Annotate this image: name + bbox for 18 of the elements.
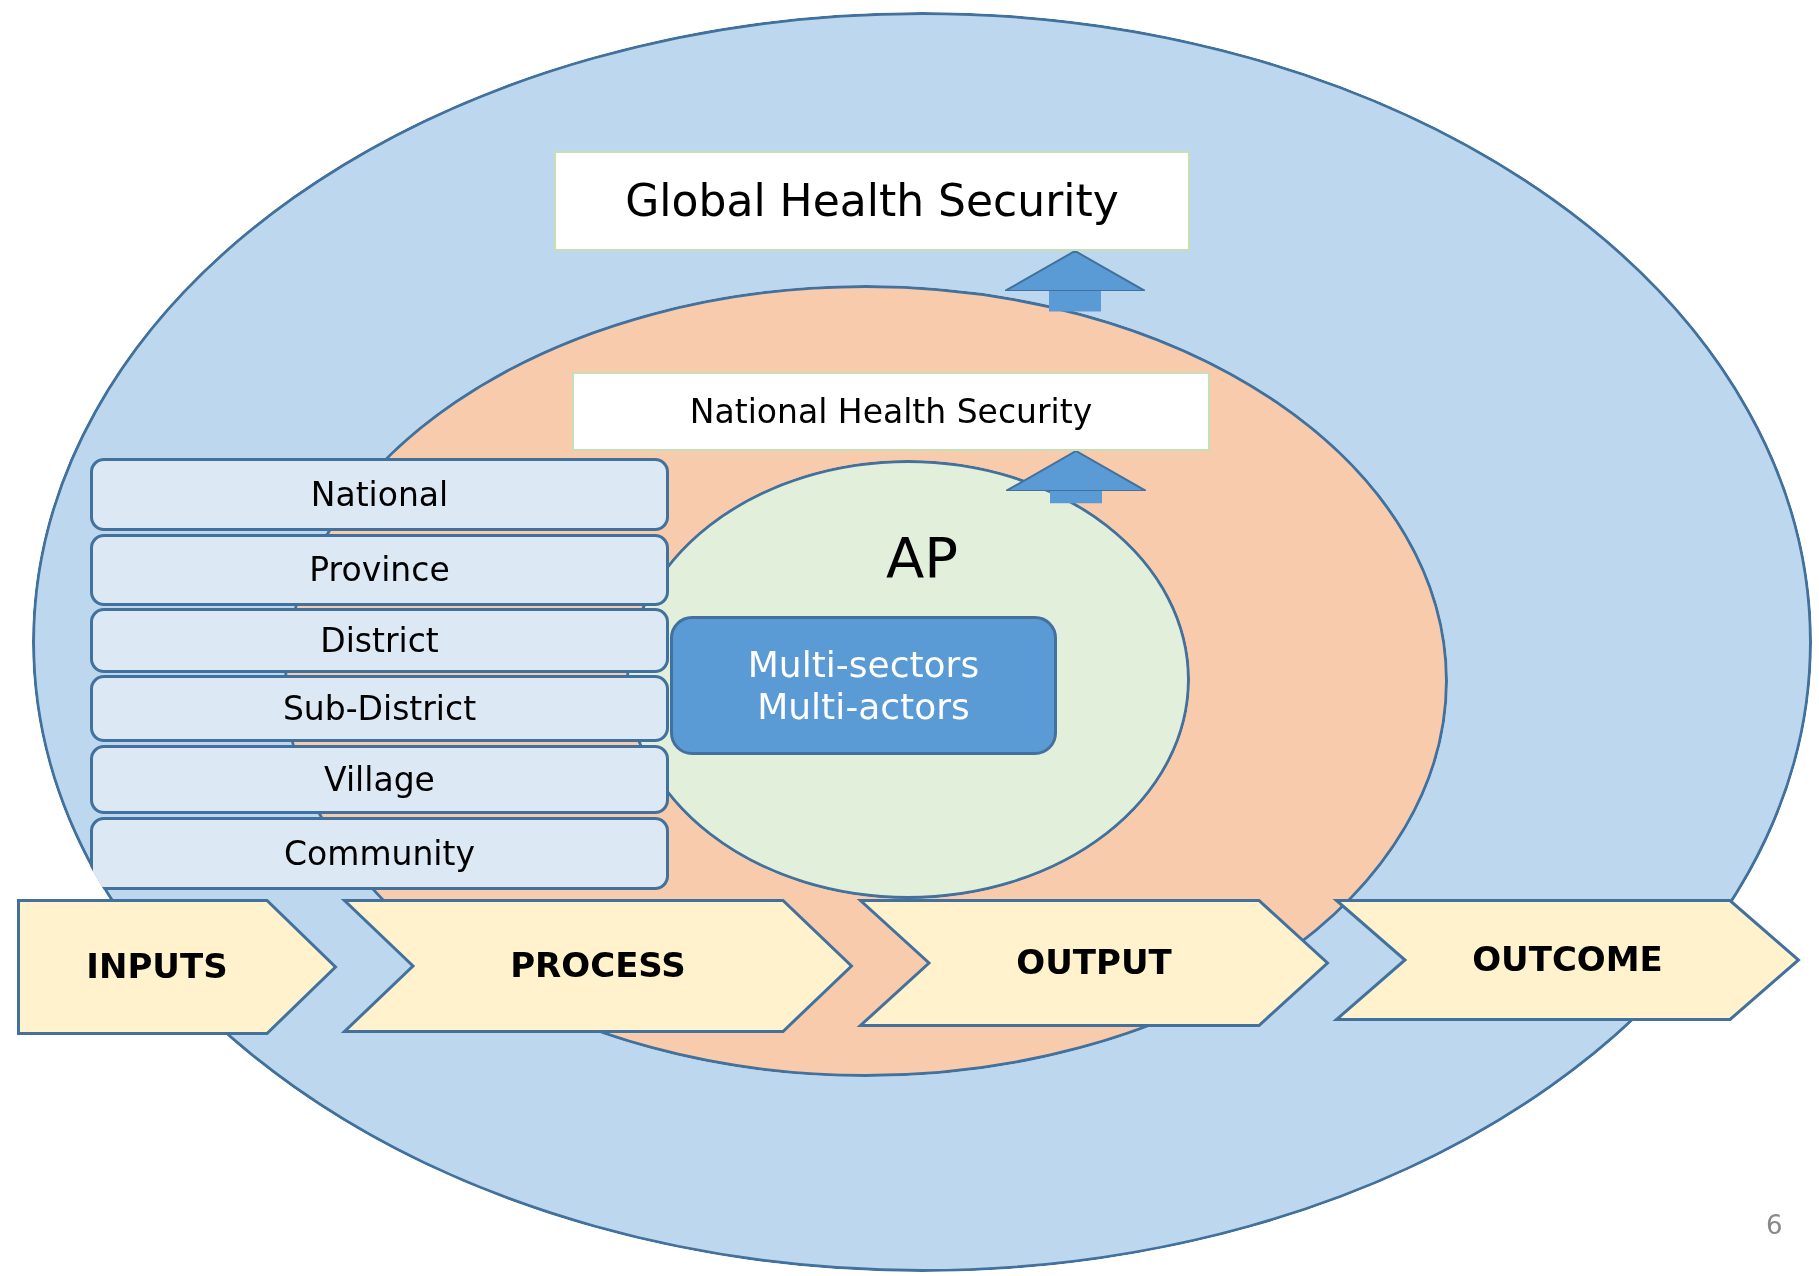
page-number: 6 bbox=[1766, 1210, 1783, 1240]
stage-label: INPUTS bbox=[86, 947, 228, 987]
level-bar: Province bbox=[90, 534, 669, 606]
level-bar: District bbox=[90, 608, 669, 673]
level-bar: National bbox=[90, 458, 669, 531]
level-bar: Community bbox=[90, 817, 669, 890]
level-bar: Sub-District bbox=[90, 675, 669, 742]
stage-label: PROCESS bbox=[510, 946, 686, 986]
title-box: National Health Security bbox=[572, 372, 1210, 451]
block-arrow bbox=[1004, 250, 1146, 312]
inner-ellipse bbox=[626, 460, 1190, 899]
stage-label: OUTCOME bbox=[1472, 940, 1663, 980]
block-arrow bbox=[1005, 450, 1147, 504]
level-bar: Village bbox=[90, 745, 669, 814]
process-box: Multi-sectors Multi-actors bbox=[670, 616, 1057, 755]
ellipse-title: AP bbox=[886, 530, 959, 586]
stage-label: OUTPUT bbox=[1016, 943, 1172, 983]
title-box: Global Health Security bbox=[554, 151, 1190, 251]
